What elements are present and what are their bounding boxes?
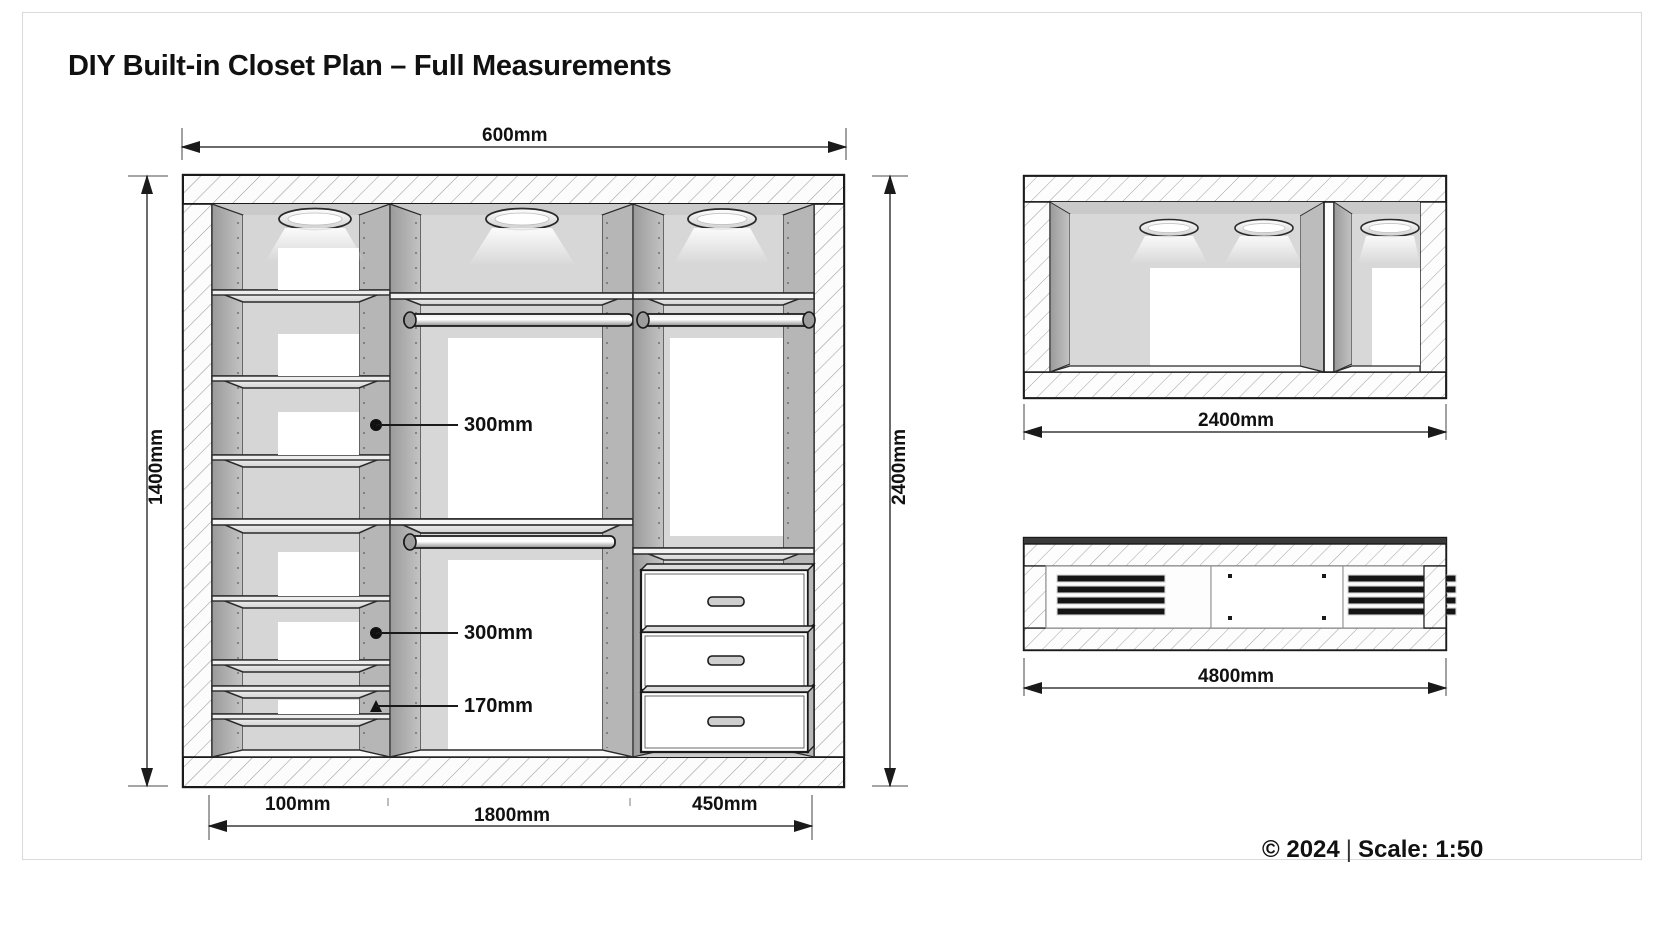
dimension-line-top-width bbox=[180, 128, 848, 160]
bottom-section-view bbox=[1022, 536, 1457, 696]
dimension-label-bottom-section-width: 4800mm bbox=[1198, 666, 1275, 687]
callout-label-upper-depth: 300mm bbox=[464, 414, 533, 436]
center-panel bbox=[1210, 565, 1344, 629]
drawer-2[interactable] bbox=[639, 624, 816, 692]
shelf-left-8 bbox=[211, 713, 391, 727]
louvered-panel-left bbox=[1045, 565, 1212, 629]
top-section-divider bbox=[1323, 201, 1335, 373]
callout-label-lower-depth: 300mm bbox=[464, 622, 533, 644]
shelf-left-6 bbox=[211, 659, 391, 673]
dimension-line-top-section bbox=[1022, 404, 1448, 440]
louver-slats-right bbox=[1347, 574, 1457, 616]
dimension-label-top-width: 600mm bbox=[482, 125, 548, 146]
callout-leader-3 bbox=[370, 700, 458, 712]
dimension-label-bottom-right: 450mm bbox=[692, 794, 758, 815]
page-title: DIY Built-in Closet Plan – Full Measurem… bbox=[68, 50, 672, 82]
ceiling-light-top-2 bbox=[1224, 218, 1302, 264]
dimension-line-right-height bbox=[872, 174, 908, 788]
hanging-rod-upper bbox=[403, 311, 634, 329]
dimension-label-top-section-width: 2400mm bbox=[1198, 410, 1275, 431]
hanging-rod-lower bbox=[403, 533, 616, 551]
dimension-label-bottom-center: 1800mm bbox=[474, 805, 551, 826]
drawer-3[interactable] bbox=[639, 684, 816, 754]
sheet-footer: © 2024|Scale: 1:50 bbox=[1262, 836, 1483, 864]
ceiling-light-right bbox=[674, 208, 770, 264]
dimension-label-bottom-left: 100mm bbox=[265, 794, 331, 815]
shelf-left-1 bbox=[211, 289, 391, 303]
shelf-right-top bbox=[632, 292, 815, 306]
left-shelf-bay bbox=[211, 203, 391, 758]
shelf-center-top bbox=[389, 292, 634, 306]
right-wall-hatch bbox=[813, 203, 845, 758]
dimension-line-bottom-section bbox=[1022, 658, 1448, 696]
center-hanging-bay bbox=[389, 203, 634, 758]
louver-slats-left bbox=[1056, 574, 1166, 616]
top-section-compartment-left bbox=[1049, 201, 1325, 373]
left-wall-hatch bbox=[182, 203, 213, 758]
hanging-rod-right bbox=[636, 311, 816, 329]
ceiling-light-top-1 bbox=[1130, 218, 1208, 264]
shelf-left-3 bbox=[211, 454, 391, 468]
shelf-left-4 bbox=[211, 518, 391, 534]
shelf-left-7 bbox=[211, 685, 391, 699]
dimension-label-right-height: 2400mm bbox=[889, 428, 910, 505]
footer-scale: Scale: 1:50 bbox=[1357, 836, 1484, 863]
dimension-label-left-height: 1400mm bbox=[146, 428, 167, 505]
shelf-left-2 bbox=[211, 375, 391, 389]
footer-copyright: © 2024 bbox=[1262, 836, 1340, 863]
callout-leader-2 bbox=[370, 627, 458, 639]
top-section-view bbox=[1022, 174, 1448, 440]
ceiling-light-top-3 bbox=[1358, 218, 1420, 264]
top-section-compartment-right bbox=[1333, 201, 1421, 373]
right-bay bbox=[632, 203, 816, 758]
shelf-left-5 bbox=[211, 595, 391, 609]
bottom-plinth-hatch bbox=[182, 756, 845, 788]
callout-label-bottom-depth: 170mm bbox=[464, 695, 533, 717]
footer-divider: | bbox=[1345, 836, 1352, 863]
callout-leader-1 bbox=[370, 419, 458, 431]
main-elevation-view bbox=[128, 128, 908, 840]
top-header-hatch bbox=[182, 174, 845, 205]
drawer-1[interactable] bbox=[639, 562, 816, 632]
louvered-panel-right bbox=[1342, 565, 1457, 629]
drawer-deck bbox=[632, 547, 815, 561]
dimension-line-left-height bbox=[128, 174, 168, 788]
ceiling-light-center bbox=[468, 207, 576, 266]
shelf-center-mid bbox=[389, 518, 634, 534]
dimension-line-bottom bbox=[207, 795, 814, 840]
